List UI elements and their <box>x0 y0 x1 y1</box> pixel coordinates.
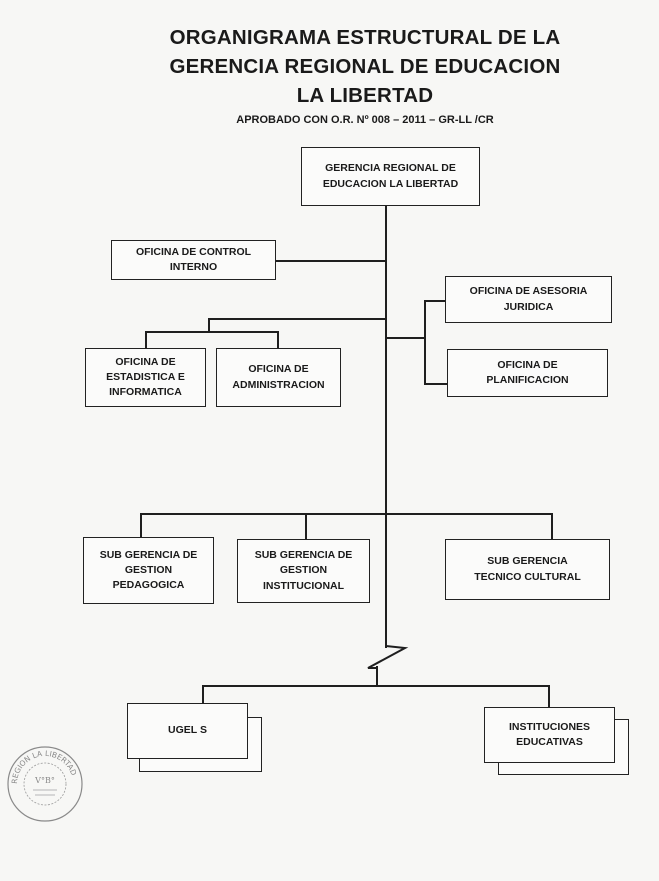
box-planificacion: OFICINA DE PLANIFICACION <box>447 349 608 397</box>
connector-staff-left-bar <box>145 331 279 333</box>
connector-instituciones-v <box>548 685 550 707</box>
connector-asesoria-h <box>424 300 446 302</box>
main-trunk <box>385 205 387 648</box>
connector-staff-right-h <box>386 337 425 339</box>
box-asesoria-juridica: OFICINA DE ASESORIA JURIDICA <box>445 276 612 323</box>
box-instituciones-educativas: INSTITUCIONES EDUCATIVAS <box>484 707 615 763</box>
box-gerencia-regional: GERENCIA REGIONAL DE EDUCACION LA LIBERT… <box>301 147 480 206</box>
connector-administracion-v <box>277 331 279 349</box>
box-tecnico-cultural: SUB GERENCIA TECNICO CULTURAL <box>445 539 610 600</box>
box-gestion-pedagogica: SUB GERENCIA DE GESTION PEDAGOGICA <box>83 537 214 604</box>
title-line-3: LA LIBERTAD <box>296 84 434 107</box>
connector-institucional-v <box>305 513 307 539</box>
connector-estadistica-v <box>145 331 147 349</box>
connector-base-h <box>202 685 550 687</box>
connector-planificacion-h <box>424 383 448 385</box>
box-estadistica-informatica: OFICINA DE ESTADISTICA E INFORMATICA <box>85 348 206 407</box>
connector-tecnico-v <box>551 513 553 539</box>
title-line-2: GERENCIA REGIONAL DE EDUCACION <box>169 55 561 78</box>
connector-pedagogica-v <box>140 513 142 537</box>
box-administracion: OFICINA DE ADMINISTRACION <box>216 348 341 407</box>
approval-subtitle: APROBADO CON O.R. Nº 008 – 2011 – GR-LL … <box>236 114 494 126</box>
connector-staff-right-v <box>424 300 426 384</box>
title-line-1: ORGANIGRAMA ESTRUCTURAL DE LA <box>169 26 561 49</box>
stamp-center-text: V°B° <box>34 776 55 785</box>
connector-subgerencias-h <box>140 513 553 515</box>
box-gestion-institucional: SUB GERENCIA DE GESTION INSTITUCIONAL <box>237 539 370 603</box>
connector-lower-trunk <box>376 666 378 686</box>
approval-stamp-seal: REGION LA LIBERTAD V°B° <box>7 746 83 822</box>
connector-staff-left-h <box>208 318 386 320</box>
connector-staff-left-v <box>208 318 210 332</box>
connector-ugels-v <box>202 685 204 703</box>
box-ugels: UGEL S <box>127 703 248 759</box>
box-control-interno: OFICINA DE CONTROL INTERNO <box>111 240 276 280</box>
connector-control-h <box>275 260 386 262</box>
